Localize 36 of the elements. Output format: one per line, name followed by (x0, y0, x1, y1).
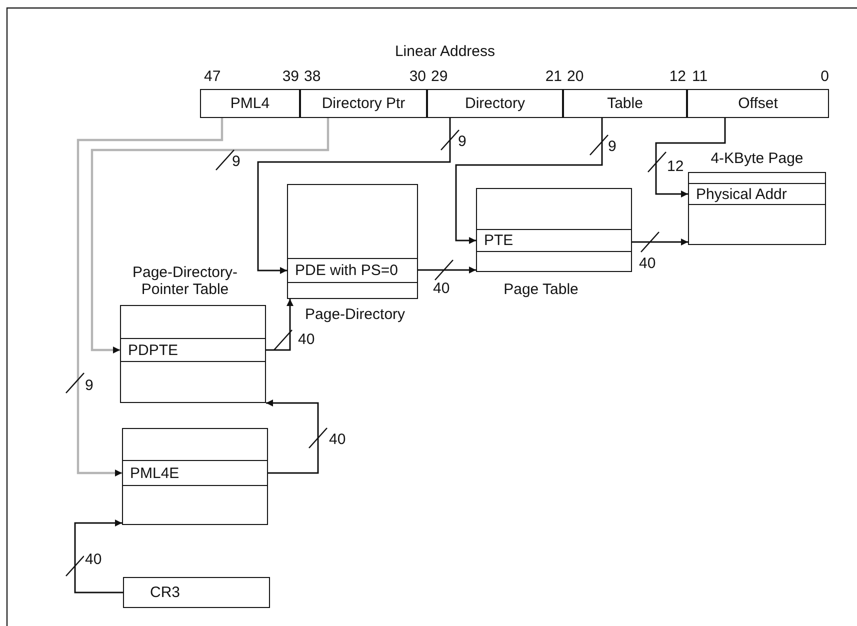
bit-number: 21 (544, 68, 562, 85)
table-entry: PDE with PS=0 (287, 258, 418, 283)
bit-number: 0 (820, 68, 829, 85)
table-entry: PDPTE (120, 338, 266, 362)
table-heading: Page-Directory-Pointer Table (131, 264, 239, 298)
diagram-title: Linear Address (394, 43, 496, 60)
table-heading: Page-Directory (305, 306, 406, 323)
arrow (455, 118, 603, 244)
address-field: PML4 (200, 89, 300, 118)
arrow (418, 266, 476, 274)
bit-number: 30 (408, 68, 426, 85)
bit-number: 38 (304, 68, 321, 85)
bit-number: 39 (281, 68, 299, 85)
address-field: Directory (427, 89, 563, 118)
address-line (90, 118, 330, 354)
arrow (655, 118, 726, 198)
bit-number: 12 (668, 68, 686, 85)
table-entry: Physical Addr (688, 183, 826, 205)
address-line (76, 118, 224, 476)
table-entry: PML4E (122, 460, 268, 486)
table-heading: Page Table (502, 281, 580, 298)
table-entry: PTE (476, 229, 632, 252)
arrow (266, 400, 319, 474)
address-field: Table (563, 89, 687, 118)
bit-number: 20 (567, 68, 584, 85)
bit-number: 47 (204, 68, 221, 85)
register-box: CR3 (123, 577, 270, 608)
bit-number: 29 (431, 68, 448, 85)
table-heading: 4-KByte Page (710, 150, 804, 167)
arrow (266, 299, 294, 351)
arrow (74, 520, 123, 594)
arrow (632, 238, 688, 246)
bit-number: 11 (692, 68, 708, 85)
arrow (257, 118, 451, 274)
address-field: Offset (687, 89, 829, 118)
address-field: Directory Ptr (300, 89, 427, 118)
